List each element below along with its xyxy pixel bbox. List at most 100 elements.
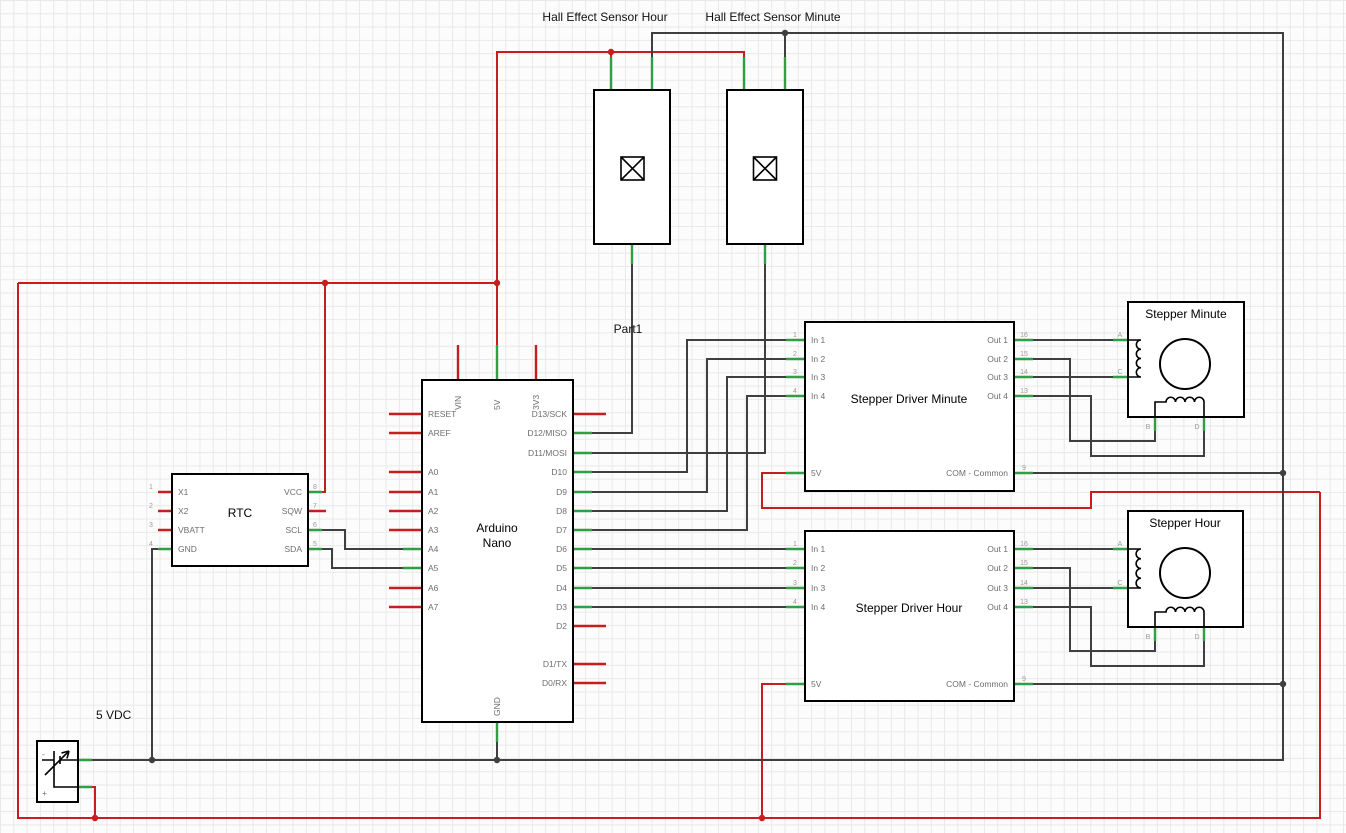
arduino-pin-5v: 5V: [492, 399, 502, 410]
driver-hour-out4: Out 4: [987, 602, 1008, 612]
wire-power-perimeter[interactable]: [17, 283, 1321, 819]
driver-minute-out3-num: 14: [1020, 369, 1028, 376]
rtc-pin-scl: SCL: [285, 525, 302, 535]
arduino-nano[interactable]: Arduino Nano RESET AREF A0 A1 A2 A3 A4 A…: [389, 345, 606, 742]
wire-gnd-rtc[interactable]: [151, 548, 158, 760]
stepper-hour-coil-bottom: [1154, 606, 1205, 627]
rtc-pin-num-3: 3: [149, 522, 153, 529]
driver-hour-in1: In 1: [811, 544, 825, 554]
stepper-motor-hour[interactable]: Stepper Hour A B C D: [1113, 510, 1244, 641]
power-supply-5vdc[interactable]: 5 VDC - +: [36, 708, 132, 803]
arduino-pin-d6: D6: [556, 544, 567, 554]
power-supply-pin-legs[interactable]: [78, 758, 92, 789]
driver-hour-out2-num: 15: [1020, 560, 1028, 567]
power-supply-label[interactable]: 5 VDC: [96, 708, 132, 722]
rtc-pin-vbatt: VBATT: [178, 525, 205, 535]
wire-power-rtc-vcc[interactable]: [322, 283, 326, 493]
stepper-driver-hour-body: [804, 530, 1015, 702]
wire-out2-hour-b[interactable]: [1033, 567, 1156, 652]
driver-minute-in1: In 1: [811, 335, 825, 345]
power-supply-body: [36, 740, 79, 803]
driver-hour-in2-num: 2: [793, 560, 797, 567]
arduino-title-1: Arduino: [476, 521, 518, 535]
arduino-pin-vin: VIN: [453, 396, 463, 410]
arduino-pin-d5: D5: [556, 563, 567, 573]
stepper-hour-pin-legs[interactable]: [1113, 547, 1206, 641]
wire-power-driver-minute-5v[interactable]: [761, 472, 1320, 509]
driver-minute-com-num: 9: [1022, 465, 1026, 472]
stepper-driver-minute[interactable]: Stepper Driver Minute In 1 In 2 In 3 In …: [786, 321, 1033, 492]
driver-minute-out3: Out 3: [987, 372, 1008, 382]
rtc-pin-num-5: 5: [313, 541, 317, 548]
wire-hall-minute-d11[interactable]: [592, 264, 766, 454]
hall-sensor-minute-symbol-x: [752, 156, 778, 181]
arduino-pin-gnd: GND: [492, 697, 502, 716]
driver-hour-in4-num: 4: [793, 599, 797, 606]
wire-d8-in3-minute[interactable]: [592, 376, 786, 512]
stepper-driver-hour[interactable]: Stepper Driver Hour In 1 In 2 In 3 In 4 …: [786, 530, 1033, 702]
driver-hour-5v: 5V: [811, 679, 822, 689]
battery-plus-label: +: [42, 788, 47, 798]
arduino-pin-d12: D12/MISO: [527, 428, 567, 438]
driver-minute-com: COM - Common: [946, 468, 1008, 478]
arduino-pin-d1: D1/TX: [543, 659, 567, 669]
junction-dot: [493, 279, 501, 287]
battery-minus-label: -: [42, 749, 45, 759]
driver-hour-in4: In 4: [811, 602, 825, 612]
arduino-pin-a6: A6: [428, 583, 439, 593]
rtc-pin-sda: SDA: [285, 544, 303, 554]
stepper-motor-minute[interactable]: Stepper Minute A B C D: [1113, 301, 1245, 431]
hall-sensor-hour-label[interactable]: Hall Effect Sensor Hour: [542, 10, 667, 24]
hall-sensor-hour-symbol-x: [620, 156, 645, 181]
rtc-unconnected-pin-stubs[interactable]: [158, 490, 326, 532]
wire-power-hall-top[interactable]: [496, 51, 745, 283]
rtc-body: [171, 473, 309, 567]
signal-ground-net: [92, 29, 1287, 764]
driver-hour-in1-num: 1: [793, 541, 797, 548]
rtc-pin-gnd: GND: [178, 544, 197, 554]
stepper-driver-hour-pin-legs[interactable]: [786, 547, 1033, 686]
arduino-pin-d13: D13/SCK: [532, 409, 568, 419]
rtc-module[interactable]: RTC X1 X2 VBATT GND 1 2 3 4 VCC SQW SCL …: [149, 473, 326, 567]
driver-hour-out2: Out 2: [987, 563, 1008, 573]
driver-hour-in2: In 2: [811, 563, 825, 573]
hall-sensor-hour-pin-legs[interactable]: [609, 57, 654, 264]
wire-d7-in4-minute[interactable]: [592, 395, 786, 531]
wire-rtc-scl-a4[interactable]: [322, 529, 403, 550]
wire-rtc-sda-a5[interactable]: [322, 548, 403, 569]
stepper-driver-minute-title: Stepper Driver Minute: [851, 392, 968, 406]
arduino-unconnected-pin-stubs[interactable]: [389, 345, 606, 685]
hall-sensor-minute-pin-legs[interactable]: [742, 57, 787, 264]
hall-sensor-minute-label[interactable]: Hall Effect Sensor Minute: [705, 10, 841, 24]
stepper-minute-pin-legs[interactable]: [1113, 338, 1206, 431]
wire-out2-minute-b[interactable]: [1033, 358, 1156, 442]
wire-power-battery-positive[interactable]: [92, 786, 96, 818]
hall-sensor-minute-symbol: [752, 156, 778, 181]
hall-sensor-hour[interactable]: Hall Effect Sensor Hour: [542, 10, 671, 264]
driver-hour-out3-num: 14: [1020, 580, 1028, 587]
arduino-connected-pin-legs[interactable]: [403, 345, 592, 742]
stepper-driver-minute-pin-legs[interactable]: [786, 338, 1033, 475]
part1-label[interactable]: Part1: [614, 322, 643, 336]
driver-minute-out1: Out 1: [987, 335, 1008, 345]
wire-d10-in1-minute[interactable]: [592, 339, 786, 473]
stepper-hour-pin-a: A: [1118, 541, 1123, 548]
wire-power-driver-hour-5v[interactable]: [761, 683, 786, 818]
wire-gnd-main[interactable]: [92, 32, 1284, 761]
hall-sensor-minute[interactable]: Hall Effect Sensor Minute: [705, 10, 841, 264]
driver-minute-in1-num: 1: [793, 332, 797, 339]
wire-out4-minute-d[interactable]: [1033, 395, 1205, 457]
stepper-minute-coil-left: [1128, 339, 1142, 378]
wire-d9-in2-minute[interactable]: [592, 358, 786, 493]
rtc-pin-num-4: 4: [149, 541, 153, 548]
arduino-pin-a2: A2: [428, 506, 439, 516]
wire-out4-hour-d[interactable]: [1033, 606, 1205, 667]
stepper-hour-title: Stepper Hour: [1149, 516, 1220, 530]
driver-minute-in4: In 4: [811, 391, 825, 401]
rtc-connected-pin-legs[interactable]: [158, 490, 322, 551]
stepper-driver-hour-title: Stepper Driver Hour: [856, 601, 963, 615]
wire-hall-hour-d12[interactable]: [592, 264, 633, 434]
rtc-pin-num-7: 7: [313, 503, 317, 510]
arduino-pin-d11: D11/MOSI: [528, 448, 567, 458]
